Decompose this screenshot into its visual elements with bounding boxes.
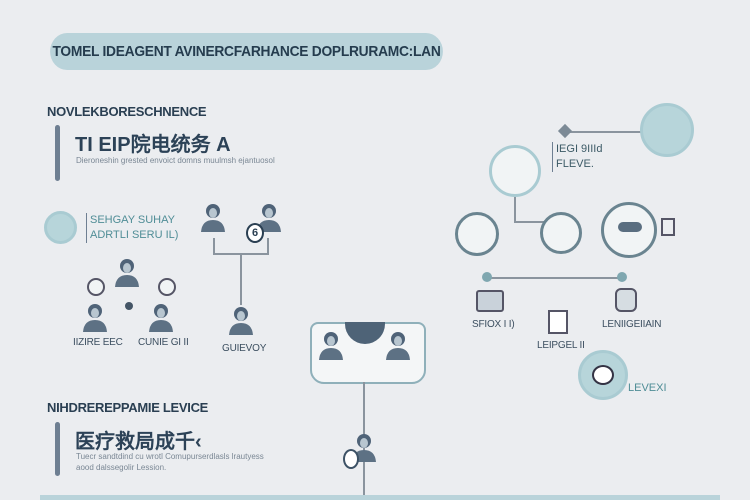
page-title-banner: TOMEL IDEAGENT AVINERCFARHANCE DOPLRURAM…	[50, 33, 443, 70]
person-icon	[385, 330, 411, 360]
section2-desc-line2: aood dalssegolir Lession.	[76, 463, 167, 472]
section2-desc: Tuecr sandtdind cu wrotl Comupurserdlasl…	[76, 451, 264, 473]
right-label-4: LEVEXI	[628, 382, 667, 394]
left-label-2: CUNIE GI II	[138, 337, 189, 348]
section2-accent-bar	[55, 422, 60, 476]
hands-shape	[618, 222, 642, 232]
node-dot	[482, 272, 492, 282]
diamond-icon	[557, 123, 573, 139]
section1-heading: NOVLEKBORESCHNENCE	[47, 104, 207, 119]
document-icon	[548, 310, 568, 334]
left-label-1: IIZIRE EEC	[73, 337, 123, 348]
page-title: TOMEL IDEAGENT AVINERCFARHANCE DOPLRURAM…	[52, 43, 441, 60]
section2-title: 医疗救局成千‹	[75, 431, 202, 453]
phone-icon	[661, 218, 675, 236]
connector	[240, 253, 242, 305]
circle-icon	[158, 278, 176, 296]
person-icon	[148, 302, 174, 332]
right-top-line1: IEGI 9IIId	[556, 143, 603, 155]
worker-icon	[228, 305, 254, 335]
connector	[514, 221, 554, 223]
dot-icon	[125, 302, 133, 310]
section1-accent-bar	[55, 125, 60, 181]
connector	[213, 238, 215, 254]
survey-line1: SEHGAY SUHAY	[90, 214, 175, 226]
right-label-3: LENIIGEIIAIN	[602, 319, 662, 330]
footer-strip	[40, 495, 720, 500]
heart-icon	[345, 322, 385, 344]
right-label-2: LEIPGEL II	[537, 340, 585, 351]
person-icon	[114, 257, 140, 287]
right-label-1: SFIOX I I)	[472, 319, 515, 330]
person-icon	[200, 202, 226, 232]
connector	[267, 238, 269, 254]
person-icon	[318, 330, 344, 360]
right-top-line2: FLEVE.	[556, 158, 594, 170]
kit-icon	[476, 290, 504, 312]
node-dot	[617, 272, 627, 282]
circle-icon	[87, 278, 105, 296]
section2-desc-line1: Tuecr sandtdind cu wrotl Comupurserdlasl…	[76, 452, 264, 461]
survey-label: SEHGAY SUHAY ADRTLI SERU IL)	[86, 213, 178, 243]
number-badge: 6	[246, 223, 264, 243]
care-icon	[455, 212, 499, 256]
section2-heading: NIHDREREPPAMIE LEVICE	[47, 400, 209, 415]
connector	[487, 277, 622, 279]
survey-line2: ADRTLI SERU IL)	[90, 229, 179, 241]
connector	[514, 197, 516, 222]
person-icon	[82, 302, 108, 332]
level-icon	[578, 350, 628, 400]
shield-icon	[615, 288, 637, 312]
section1-title: TI EIP院电统务 A	[75, 134, 231, 156]
handshake-icon	[601, 202, 657, 258]
connector	[565, 131, 643, 133]
section1-desc: Dieroneshin grested envoict domns muulms…	[76, 156, 275, 165]
medical-kit-icon	[489, 145, 541, 197]
handshake-people-icon	[640, 103, 694, 157]
survey-icon	[44, 211, 77, 244]
team-icon	[540, 212, 582, 254]
level-inner-icon	[592, 365, 614, 385]
guide-label: GUIEVOY	[222, 343, 267, 354]
megaphone-icon	[343, 449, 359, 469]
right-top-label: IEGI 9IIId FLEVE.	[552, 142, 602, 172]
